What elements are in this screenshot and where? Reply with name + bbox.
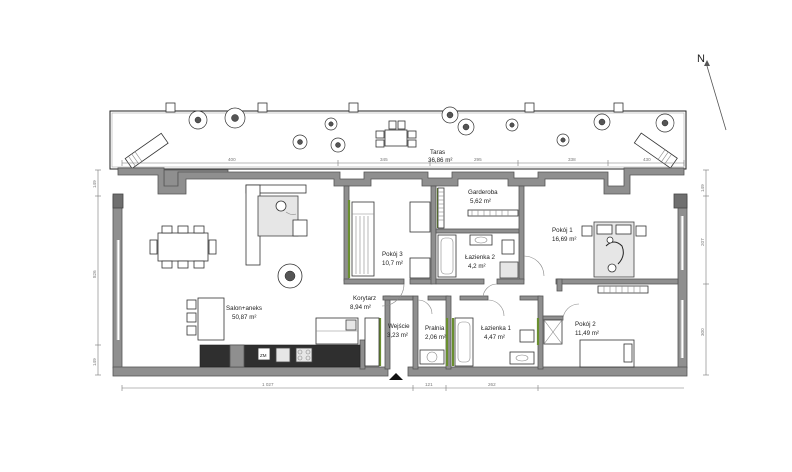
column xyxy=(229,344,245,368)
room-area-pralnia: 2,06 m² xyxy=(425,334,446,341)
bathtub-2 xyxy=(454,317,474,367)
washbasin xyxy=(469,234,493,246)
dim-bottom-2: 121 xyxy=(425,382,433,387)
room-area-garderoba: 5,62 m² xyxy=(470,198,491,205)
north-arrow-icon: N xyxy=(697,53,727,131)
terrace-table xyxy=(375,120,417,148)
room-area-korytarz: 8,94 m² xyxy=(350,304,371,311)
room-name-lazienka1: Łazienka 1 xyxy=(481,325,511,332)
room-korytarz: Korytarz 8,94 m² xyxy=(350,255,545,311)
room-area-wejscie: 3,23 m² xyxy=(387,332,408,339)
room-name-salon: Salon+aneks xyxy=(226,305,262,312)
entrance-arrow-icon xyxy=(389,373,403,380)
dim-right-3: 300 xyxy=(700,328,705,336)
toilet xyxy=(501,239,515,255)
room-area-pokoj2: 11,49 m² xyxy=(575,330,599,337)
room-name-korytarz: Korytarz xyxy=(353,295,376,302)
room-name-pralnia: Pralnia xyxy=(425,325,445,332)
room-pralnia: Pralnia 2,06 m² xyxy=(417,299,446,365)
room-lazienka2: Łazienka 2 4,2 m² xyxy=(437,234,519,279)
terrace-post xyxy=(613,102,624,113)
dim-left-2: 826 xyxy=(92,270,97,278)
bed xyxy=(409,257,431,279)
outer-walls xyxy=(112,167,688,377)
compass-label: N xyxy=(697,53,705,65)
dimension-lines: 400 345 295 338 430 1 027 121 262 149 82… xyxy=(92,157,709,391)
sun-lounger-right xyxy=(633,132,678,169)
room-name-pokoj2: Pokój 2 xyxy=(575,321,596,328)
room-name-taras: Taras xyxy=(430,149,445,156)
wall-top-left xyxy=(117,167,685,195)
room-name-garderoba: Garderoba xyxy=(468,189,498,196)
dining-table xyxy=(149,225,217,269)
fixture-zm: ZM xyxy=(260,353,267,358)
sun-lounger-left xyxy=(124,132,169,169)
dim-right-1: 149 xyxy=(700,184,705,192)
wardrobe-pokoj1 xyxy=(597,285,649,294)
room-name-pokoj3: Pokój 3 xyxy=(382,251,403,258)
room-pokoj2: Pokój 2 11,49 m² xyxy=(543,303,635,368)
dim-right-2: 207 xyxy=(700,238,705,246)
sofa xyxy=(245,184,307,266)
shower xyxy=(499,261,519,279)
room-area-taras: 36,86 m² xyxy=(428,157,452,164)
room-pokoj1: Pokój 1 16,69 m² xyxy=(552,221,649,294)
room-name-pokoj1: Pokój 1 xyxy=(552,227,573,234)
terrace-post xyxy=(348,102,359,113)
dim-bottom-3: 262 xyxy=(488,382,496,387)
room-wejscie: Wejście 3,23 m² xyxy=(364,317,410,380)
room-name-lazienka2: Łazienka 2 xyxy=(465,254,495,261)
terrace-post xyxy=(257,102,268,113)
dim-left-1: 149 xyxy=(92,180,97,188)
washbasin-2 xyxy=(509,351,535,365)
room-lazienka1: Łazienka 1 4,47 m² xyxy=(454,299,535,367)
hob xyxy=(295,347,313,363)
entry-wardrobe xyxy=(364,317,380,367)
double-bed xyxy=(593,221,635,278)
desk xyxy=(409,201,431,233)
room-area-lazienka2: 4,2 m² xyxy=(468,263,486,270)
highlight-walls xyxy=(347,188,540,366)
wardrobe xyxy=(351,201,375,277)
room-area-pokoj1: 16,69 m² xyxy=(552,236,576,243)
bathtub xyxy=(437,234,457,278)
toilet-2 xyxy=(519,329,535,343)
interior-walls xyxy=(343,185,679,370)
washing-machine xyxy=(419,349,445,365)
coffee-table xyxy=(292,219,308,237)
dim-top-3: 295 xyxy=(474,157,482,162)
room-area-pokoj3: 10,7 m² xyxy=(382,260,403,267)
room-name-wejscie: Wejście xyxy=(388,323,410,330)
dim-left-3: 149 xyxy=(92,358,97,366)
kitchen-island xyxy=(186,297,225,341)
sink xyxy=(275,347,291,363)
terrace: Taras 36,86 m² xyxy=(109,102,687,170)
living-room-furniture: ZM Salon+aneks 50,87 m² xyxy=(149,184,361,368)
dim-top-2: 345 xyxy=(380,157,388,162)
terrace-post xyxy=(165,102,176,113)
dim-bottom-1: 1 027 xyxy=(262,382,274,387)
plant xyxy=(188,106,675,153)
room-garderoba: Garderoba 5,62 m² xyxy=(437,187,519,229)
dim-top-4: 338 xyxy=(568,157,576,162)
fridge-zm xyxy=(257,347,271,361)
room-pokoj3: Pokój 3 10,7 m² xyxy=(351,201,431,279)
room-area-salon: 50,87 m² xyxy=(232,314,256,321)
dim-top-5: 430 xyxy=(643,157,651,162)
room-area-lazienka1: 4,47 m² xyxy=(484,334,505,341)
terrace-post xyxy=(524,102,535,113)
dim-top-1: 400 xyxy=(228,157,236,162)
